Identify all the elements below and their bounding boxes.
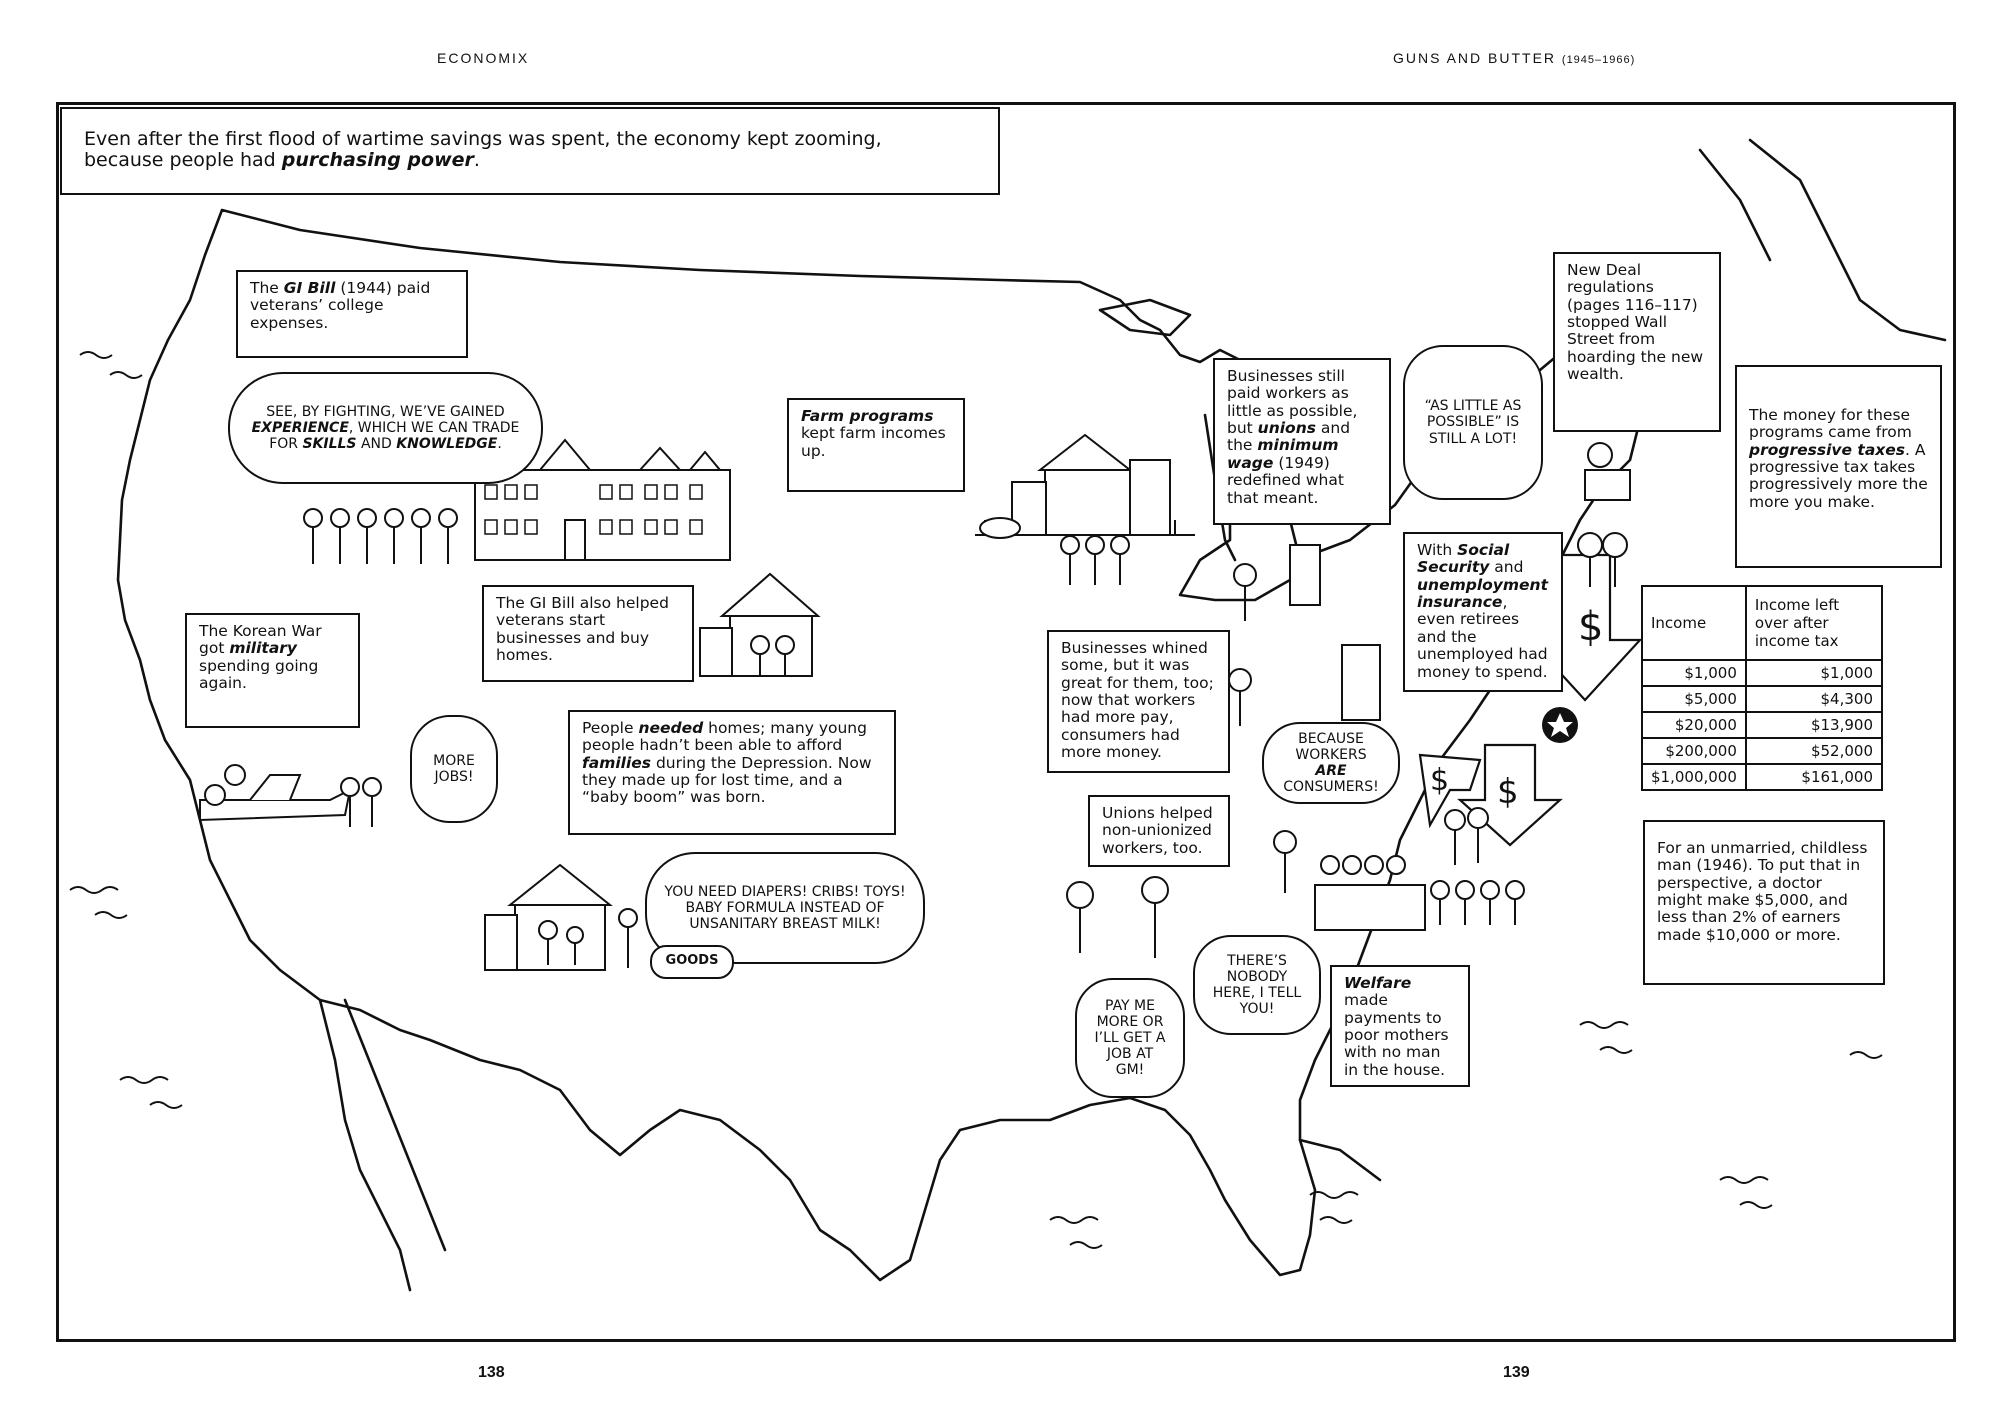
intro-caption: Even after the first flood of wartime sa… <box>60 107 1000 195</box>
tax-income-cell: $20,000 <box>1641 711 1747 739</box>
intro-line-2: because people had purchasing power. <box>84 148 480 171</box>
chapter-years: (1945–1966) <box>1561 54 1636 66</box>
boss-figure <box>1289 544 1321 606</box>
svg-text:$: $ <box>1430 763 1449 798</box>
caption-baby-boom: People needed homes; many young people h… <box>568 710 896 835</box>
caption-social-security: With Social Security and unemployment in… <box>1403 532 1563 692</box>
chapter-title: GUNS AND BUTTER <box>1393 50 1557 66</box>
tax-income-cell: $200,000 <box>1641 737 1747 765</box>
svg-text:$: $ <box>1497 772 1519 812</box>
tax-left-cell: $52,000 <box>1744 737 1884 765</box>
tax-left-cell: $161,000 <box>1744 763 1884 791</box>
caption-welfare: Welfare made payments to poor mothers wi… <box>1330 965 1470 1087</box>
caption-gi-bill: The GI Bill (1944) paid veterans’ colleg… <box>236 270 468 358</box>
table-row: $20,000$13,900 <box>1641 711 1884 739</box>
house-icon <box>699 572 821 677</box>
dollar-icon: $ $ $ <box>1418 553 1643 847</box>
tax-income-cell: $1,000 <box>1641 659 1747 687</box>
farm-icon <box>975 433 1195 585</box>
tax-col-income: Income <box>1641 585 1747 661</box>
panel-frame <box>56 102 1956 1342</box>
table-row: $200,000$52,000 <box>1641 737 1884 765</box>
intro-line-1: Even after the first flood of wartime sa… <box>84 128 882 150</box>
caption-farm-programs: Farm programs kept farm incomes up. <box>787 398 965 492</box>
running-header-left: ECONOMIX <box>437 50 530 66</box>
speech-nobody-here: There’s nobody here, I tell you! <box>1193 935 1321 1035</box>
tax-table-header: Income Income left over after income tax <box>1641 585 1884 661</box>
caption-gi-bill-homes: The GI Bill also helped veterans start b… <box>482 585 694 682</box>
speech-workers-consumers: Because workers are consumers! <box>1262 722 1400 804</box>
income-tax-table: Income Income left over after income tax… <box>1641 585 1884 791</box>
speech-veterans: See, by fighting, we’ve gained experienc… <box>228 372 543 484</box>
speech-little-as-possible: “As little as possible” is still a lot! <box>1403 345 1543 500</box>
university-icon <box>474 438 731 561</box>
robot-boss-figure <box>1341 644 1381 721</box>
table-row: $1,000,000$161,000 <box>1641 763 1884 791</box>
tax-income-cell: $1,000,000 <box>1641 763 1747 791</box>
page-number-right: 139 <box>1503 1364 1530 1381</box>
caption-progressive-taxes: The money for these programs came from p… <box>1735 365 1942 568</box>
veterans-figures <box>303 508 458 564</box>
caption-businesses-whined: Businesses whined some, but it was great… <box>1047 630 1230 773</box>
table-row: $1,000$1,000 <box>1641 659 1884 687</box>
caption-korean-war: The Korean War got military spending goi… <box>185 613 360 728</box>
tax-income-cell: $5,000 <box>1641 685 1747 713</box>
waves-icon <box>69 351 1883 1249</box>
caption-unions-minimum-wage: Businesses still paid workers as little … <box>1213 358 1391 525</box>
star-icon <box>1542 707 1578 743</box>
crib-group <box>1314 884 1426 931</box>
tax-col-left-over: Income left over after income tax <box>1744 585 1884 661</box>
speech-pay-me-more: Pay me more or I’ll get a job at GM! <box>1075 978 1185 1098</box>
table-row: $5,000$4,300 <box>1641 685 1884 713</box>
caption-new-deal: New Deal regulations (pages 116–117) sto… <box>1553 252 1721 432</box>
family-house-icon <box>484 863 638 971</box>
speech-more-jobs: More jobs! <box>410 715 498 823</box>
running-header-right: GUNS AND BUTTER (1945–1966) <box>1393 50 1635 66</box>
tax-left-cell: $1,000 <box>1744 659 1884 687</box>
page-number-left: 138 <box>478 1364 505 1381</box>
tax-left-cell: $4,300 <box>1744 685 1884 713</box>
svg-text:$: $ <box>1578 604 1603 650</box>
caption-unions-helped: Unions helped non-unionized workers, too… <box>1088 795 1230 867</box>
airplane-icon <box>199 764 382 827</box>
goods-bag: GOODS <box>650 945 734 979</box>
tax-left-cell: $13,900 <box>1744 711 1884 739</box>
caption-tax-footnote: For an unmarried, childless man (1946). … <box>1643 820 1885 985</box>
